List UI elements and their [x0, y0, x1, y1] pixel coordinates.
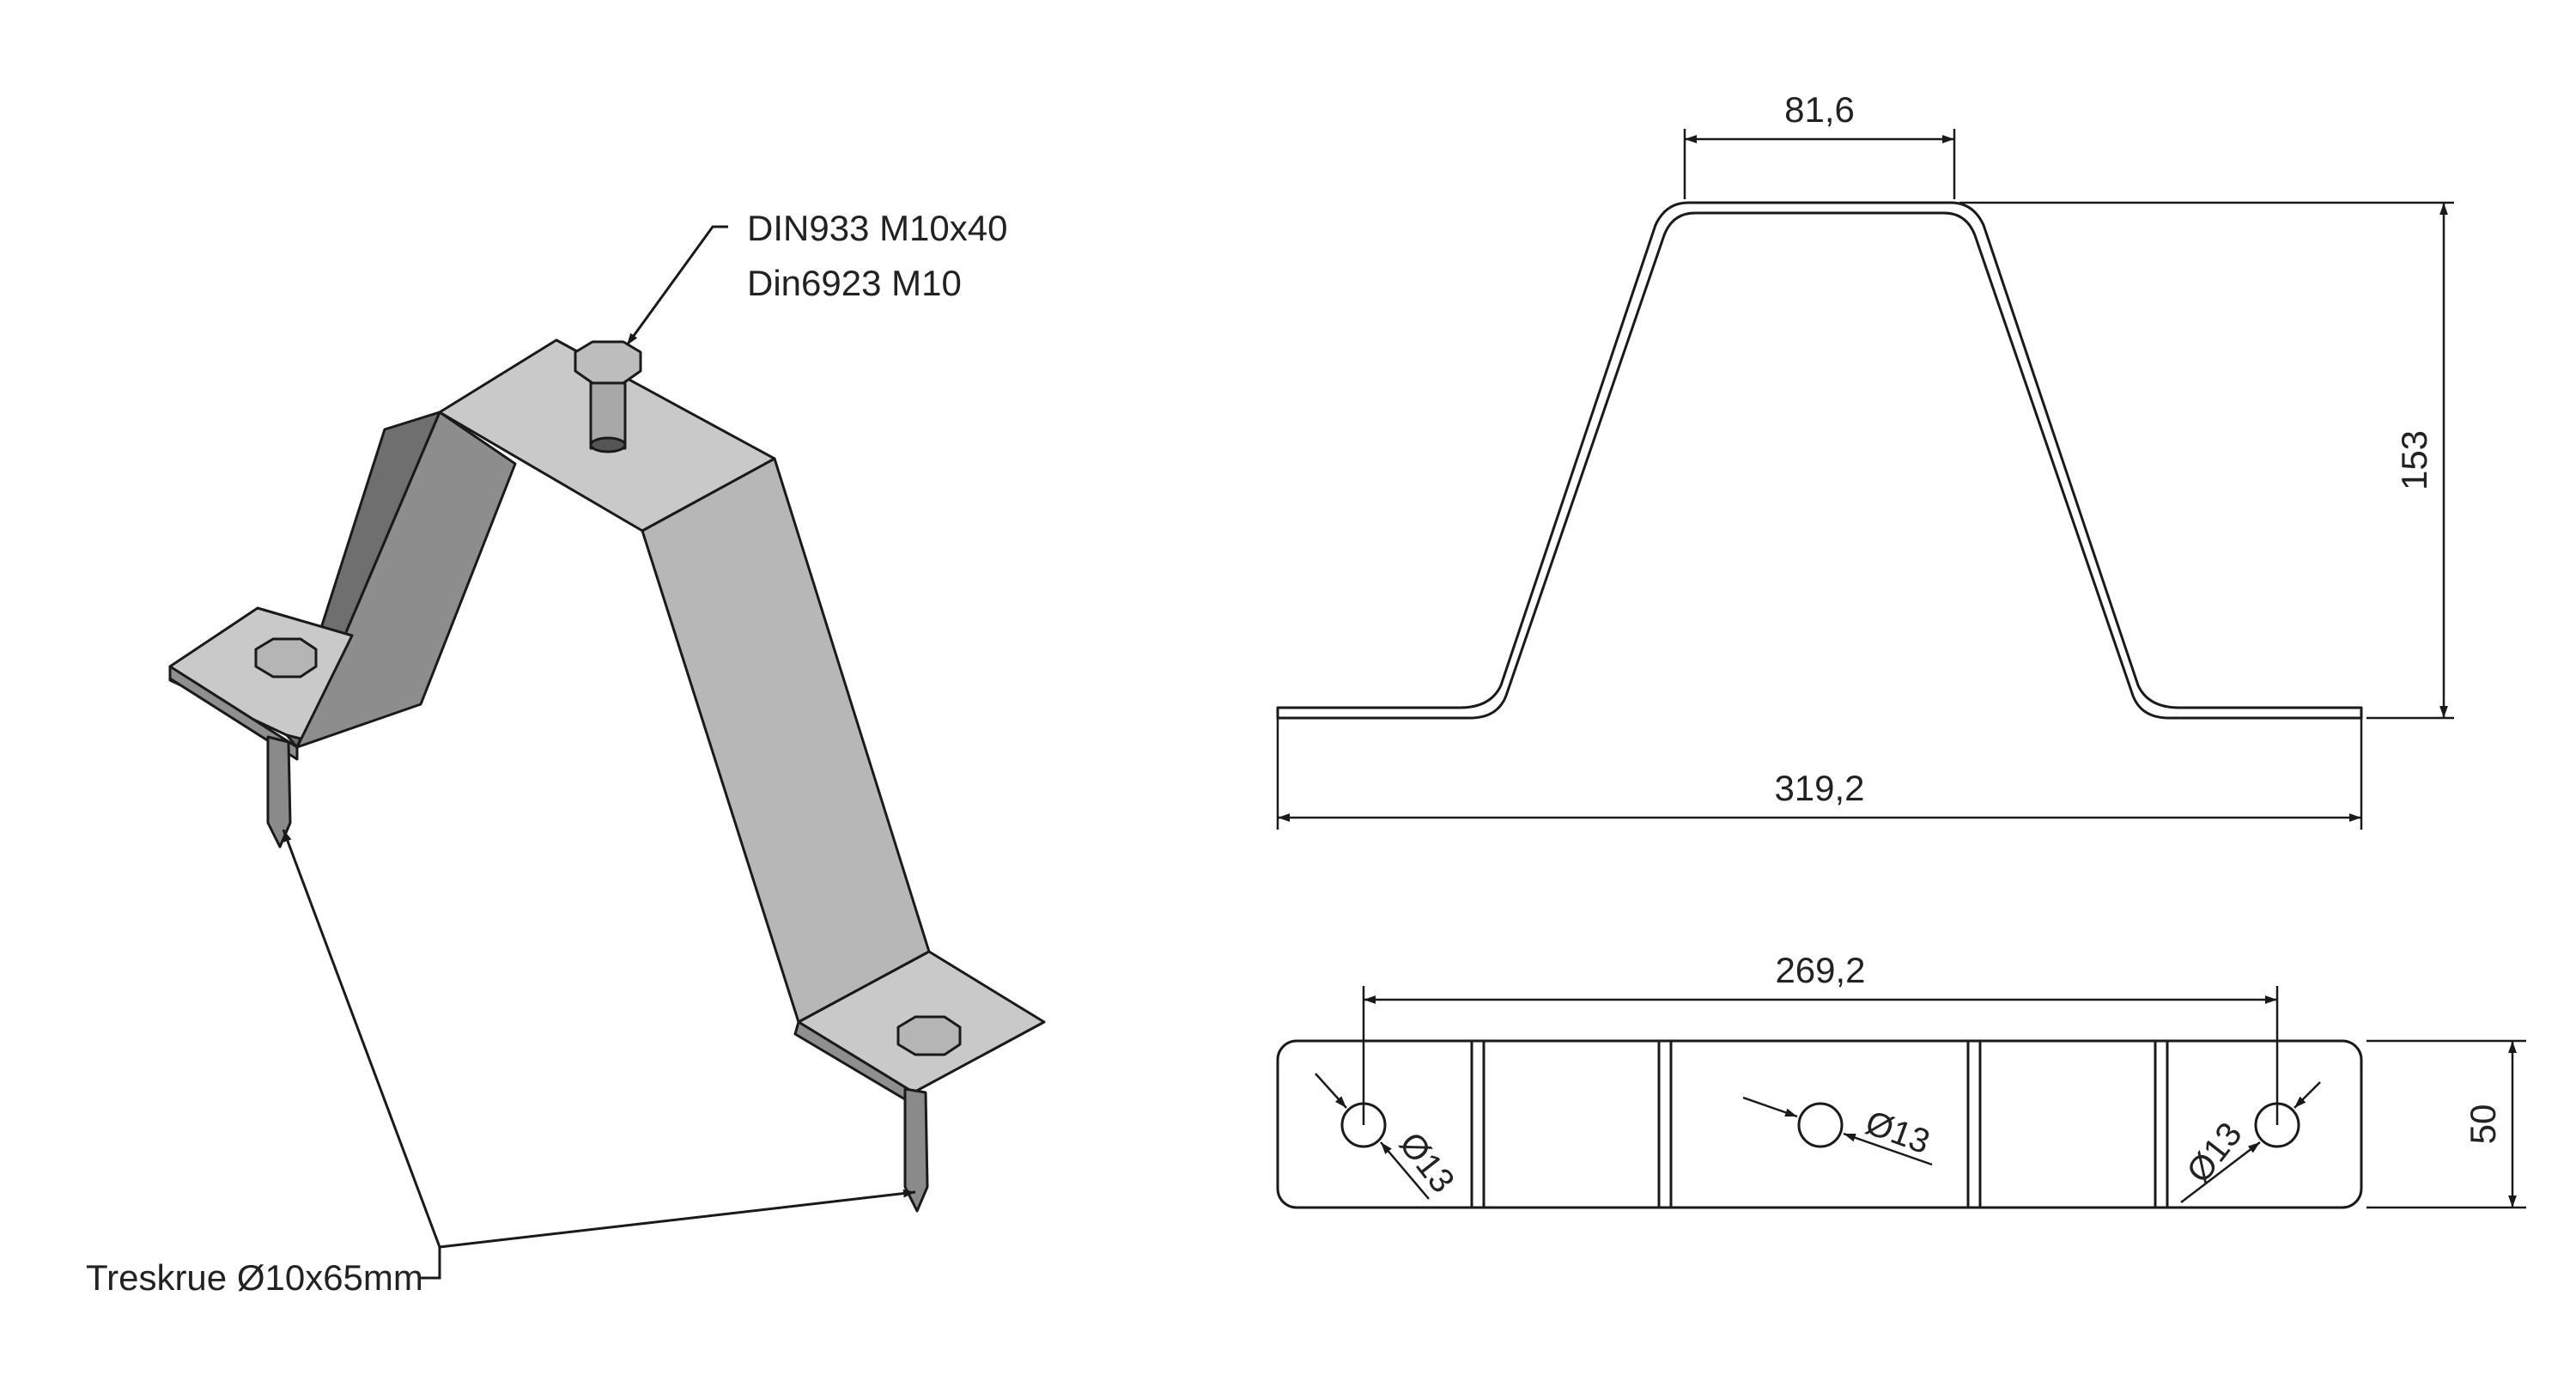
dim-height: 153	[2394, 430, 2434, 490]
flat-view	[1276, 1039, 2363, 1209]
dim-hole-spacing: 269,2	[1775, 950, 1865, 990]
dim-top-width: 81,6	[1784, 89, 1855, 130]
front-profile-outer	[1276, 201, 2363, 720]
bracket-right-leg	[641, 457, 931, 1024]
dim-strip-width: 50	[2463, 1104, 2503, 1145]
top-bolt-hole	[589, 436, 627, 453]
dim-hole-left: Ø13	[1392, 1125, 1461, 1200]
front-view	[1276, 201, 2363, 720]
dim-overall-width: 319,2	[1774, 768, 1864, 808]
bracket-left-foot-edge	[168, 665, 299, 761]
left-bolt-head	[254, 637, 318, 678]
bolt-callout-line2: Din6923 M10	[747, 263, 962, 303]
dim-hole-right: Ø13	[2179, 1116, 2249, 1190]
top-bolt-head	[574, 340, 642, 385]
left-wood-screw	[266, 735, 292, 849]
bolt-callout	[625, 225, 728, 346]
screw-callout-label: Treskrue Ø10x65mm	[86, 1257, 423, 1298]
front-dimensions	[1276, 129, 2454, 830]
isometric-view	[168, 338, 1046, 1213]
right-wood-screw	[903, 1087, 929, 1213]
right-bolt-head	[896, 1015, 962, 1056]
bolt-callout-line1: DIN933 M10x40	[747, 208, 1008, 248]
hole-center	[1797, 1102, 1844, 1148]
flat-dimensions	[1315, 986, 2526, 1209]
screw-callout	[282, 829, 916, 1280]
flat-strip	[1276, 1039, 2363, 1209]
